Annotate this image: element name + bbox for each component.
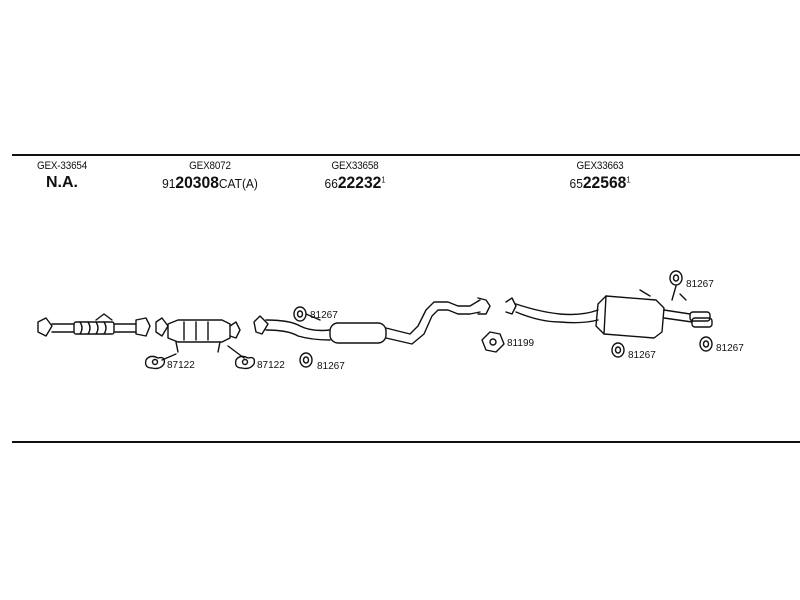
callout-87122-b: 87122 [257,360,285,371]
section-4-code: GEX33663 [576,160,624,172]
section-1-header: GEX-33654 N.A. [22,160,102,192]
hanger-icon [669,270,683,286]
hanger-icon [699,336,713,352]
section-3-part-prefix: 66 [324,176,338,191]
mount-icon [481,331,505,353]
leader-line [161,353,177,361]
front-pipe [37,313,151,337]
section-3-part-main: 22232 [337,173,382,192]
hanger-icon [299,352,313,368]
hanger-icon [293,306,307,322]
catalytic-converter [155,317,241,353]
bottom-rule [12,441,800,443]
callout-81267-b: 81267 [317,361,345,372]
section-4-part-number: 65225681 [549,173,650,193]
leader-line [305,313,321,321]
section-3-code: GEX33658 [331,160,379,172]
gasket-icon [144,355,166,370]
section-4-part-prefix: 65 [569,176,583,191]
hanger-icon [611,342,625,358]
top-rule [12,154,800,156]
section-2-header: GEX8072 9120308CAT(A) [140,160,280,193]
intermediate-pipe [253,297,491,345]
callout-81199: 81199 [507,338,535,349]
section-2-part-suffix: CAT(A) [218,176,258,191]
section-3-part-sup: 1 [381,175,386,185]
section-4-part-main: 22568 [582,173,627,192]
section-4-header: GEX33663 65225681 [545,160,655,193]
section-2-part-main: 20308 [175,173,219,192]
leader-line [671,285,677,301]
callout-87122-a: 87122 [167,360,195,371]
callout-81267-a: 81267 [310,310,338,321]
section-3-part-number: 66222321 [304,173,405,193]
gasket-icon [234,355,256,370]
section-3-header: GEX33658 66222321 [300,160,410,193]
rear-silencer [505,289,713,339]
callout-81267-e: 81267 [716,343,744,354]
section-1-code: GEX-33654 [36,160,88,172]
section-1-status: N.A. [46,174,78,191]
leader-line [227,345,245,359]
section-2-part-number: 9120308CAT(A) [146,173,275,193]
callout-81267-c: 81267 [686,279,714,290]
callout-81267-d: 81267 [628,350,656,361]
section-4-part-sup: 1 [626,175,631,185]
section-2-code: GEX8072 [189,160,231,172]
section-2-part-prefix: 91 [162,176,176,191]
